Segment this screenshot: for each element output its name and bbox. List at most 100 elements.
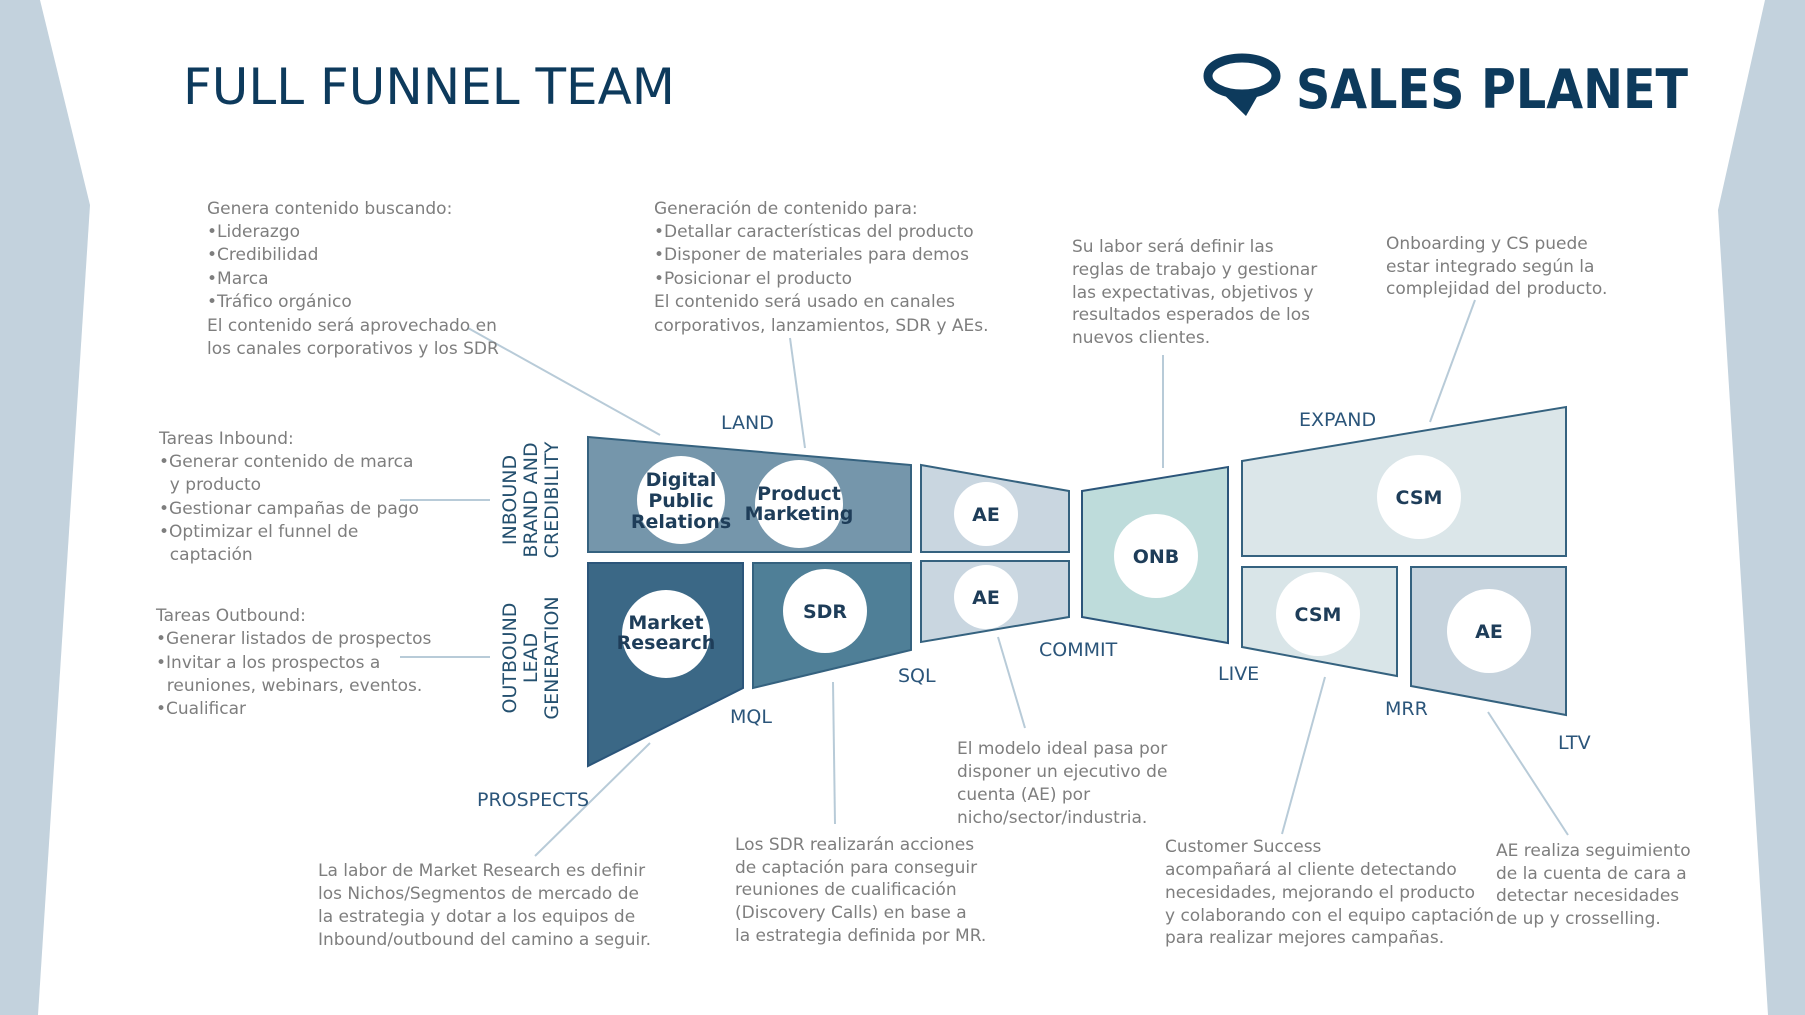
note-line: •Gestionar campañas de pago xyxy=(159,499,419,519)
connector-customer-success xyxy=(1281,676,1326,835)
role-ae-sql-label: AE xyxy=(972,587,1000,609)
inbound-row-label: INBOUND BRAND AND CREDIBILITY xyxy=(499,441,563,558)
inbound-label-line3: CREDIBILITY xyxy=(541,441,563,558)
page-title: FULL FUNNEL TEAM xyxy=(183,58,675,116)
role-product-marketing: Product Marketing xyxy=(745,460,854,548)
note-market-research: La labor de Market Research es definir l… xyxy=(318,861,651,950)
note-line: Onboarding y CS puede xyxy=(1386,234,1588,254)
brand-logo: SALES PLANET xyxy=(1203,53,1688,121)
land-segment xyxy=(587,435,912,553)
role-csm-expand-label: CSM xyxy=(1396,487,1443,509)
note-line: estar integrado según la xyxy=(1386,257,1594,277)
note-onb: Su labor será definir las reglas de trab… xyxy=(1072,237,1317,348)
role-digital-pr-line3: Relations xyxy=(631,511,731,533)
connector-sdr xyxy=(832,681,836,825)
outbound-label-line3: GENERATION xyxy=(541,596,563,719)
note-line: para realizar mejores campañas. xyxy=(1165,928,1444,948)
role-digital-pr-line2: Public xyxy=(648,490,713,512)
role-ae-sql: AE xyxy=(954,565,1018,629)
note-line: Customer Success xyxy=(1165,837,1322,857)
note-line: •Detallar características del producto xyxy=(654,222,974,242)
note-outbound-tasks: Tareas Outbound: •Generar listados de pr… xyxy=(155,606,432,719)
note-customer-success: Customer Success acompañará al cliente d… xyxy=(1165,837,1494,948)
stage-prospects: PROSPECTS xyxy=(477,789,589,811)
note-line: •Generar listados de prospectos xyxy=(156,629,432,649)
note-line: acompañará al cliente detectando xyxy=(1165,860,1457,880)
connector-market-research xyxy=(534,742,651,857)
note-line: resultados esperados de los xyxy=(1072,305,1310,325)
planet-swirl-icon xyxy=(1203,53,1281,116)
stage-expand: EXPAND xyxy=(1299,409,1376,431)
outbound-label-line1: OUTBOUND xyxy=(499,603,521,714)
note-line: las expectativas, objetivos y xyxy=(1072,283,1313,303)
outbound-label-line2: LEAD xyxy=(520,633,542,683)
role-ae-ltv: AE xyxy=(1447,589,1531,673)
note-line: y colaborando con el equipo captación xyxy=(1165,906,1494,926)
note-line: Tareas Outbound: xyxy=(155,606,306,626)
note-line: de captación para conseguir xyxy=(735,858,977,878)
note-line: (Discovery Calls) en base a xyxy=(735,903,967,923)
stage-live: LIVE xyxy=(1218,663,1259,685)
note-line: •Disponer de materiales para demos xyxy=(654,245,969,265)
note-line: El modelo ideal pasa por xyxy=(957,739,1167,759)
right-side-panel xyxy=(1718,0,1805,1015)
role-sdr-label: SDR xyxy=(803,601,847,623)
note-line: los Nichos/Segmentos de mercado de xyxy=(318,884,639,904)
connector-product-marketing xyxy=(789,337,806,449)
role-product-marketing-line1: Product xyxy=(757,483,841,505)
role-ae-ltv-label: AE xyxy=(1475,621,1503,643)
note-sdr: Los SDR realizarán acciones de captación… xyxy=(735,835,986,946)
connector-ae-ltv xyxy=(1487,711,1569,836)
note-line: •Posicionar el producto xyxy=(654,269,852,289)
note-line: La labor de Market Research es definir xyxy=(318,861,645,881)
note-line: nicho/sector/industria. xyxy=(957,808,1147,828)
role-sdr: SDR xyxy=(783,569,867,653)
role-product-marketing-line2: Marketing xyxy=(745,503,854,525)
role-onb-label: ONB xyxy=(1133,546,1180,568)
note-line: necesidades, mejorando el producto xyxy=(1165,883,1475,903)
note-line: y producto xyxy=(159,475,261,495)
role-digital-pr-line1: Digital xyxy=(646,469,717,491)
inbound-label-line1: INBOUND xyxy=(499,455,521,545)
stage-mrr: MRR xyxy=(1385,698,1428,720)
note-line: corporativos, lanzamientos, SDR y AEs. xyxy=(654,316,989,336)
note-line: de la cuenta de cara a xyxy=(1496,864,1687,884)
note-line: Su labor será definir las xyxy=(1072,237,1274,257)
stage-land: LAND xyxy=(721,412,774,434)
note-line: •Liderazgo xyxy=(207,222,300,242)
stage-ltv: LTV xyxy=(1558,732,1591,754)
stage-mql: MQL xyxy=(730,706,772,728)
note-line: de up y crosselling. xyxy=(1496,909,1661,929)
note-line: AE realiza seguimiento xyxy=(1496,841,1691,861)
outbound-row-label: OUTBOUND LEAD GENERATION xyxy=(499,596,563,719)
note-line: reglas de trabajo y gestionar xyxy=(1072,260,1317,280)
note-digital-pr: Genera contenido buscando: •Liderazgo •C… xyxy=(207,199,499,359)
note-line: cuenta (AE) por xyxy=(957,785,1090,805)
note-product-marketing: Generación de contenido para: •Detallar … xyxy=(654,199,989,336)
note-line: la estrategia y dotar a los equipos de xyxy=(318,907,635,927)
note-inbound-tasks: Tareas Inbound: •Generar contenido de ma… xyxy=(158,429,419,565)
role-ae-land: AE xyxy=(954,482,1018,546)
note-line: Generación de contenido para: xyxy=(654,199,918,219)
note-ae-ltv: AE realiza seguimiento de la cuenta de c… xyxy=(1496,841,1691,929)
role-csm-live: CSM xyxy=(1276,572,1360,656)
note-line: Genera contenido buscando: xyxy=(207,199,452,219)
note-line: •Tráfico orgánico xyxy=(207,292,352,312)
inbound-label-line2: BRAND AND xyxy=(520,442,542,557)
note-line: la estrategia definida por MR. xyxy=(735,926,986,946)
role-csm-live-label: CSM xyxy=(1295,604,1342,626)
role-ae-land-label: AE xyxy=(972,504,1000,526)
note-line: •Credibilidad xyxy=(207,245,318,265)
role-market-research-line2: Research xyxy=(617,632,716,654)
connector-ae xyxy=(997,636,1026,729)
note-line: •Invitar a los prospectos a xyxy=(156,653,380,673)
note-ae: El modelo ideal pasa por disponer un eje… xyxy=(957,739,1167,828)
note-line: reuniones, webinars, eventos. xyxy=(156,676,422,696)
stage-commit: COMMIT xyxy=(1039,639,1118,661)
note-line: captación xyxy=(159,545,253,565)
connector-lines xyxy=(400,299,1569,857)
note-csm-expand: Onboarding y CS puede estar integrado se… xyxy=(1386,234,1607,299)
note-line: •Marca xyxy=(207,269,269,289)
stage-sql: SQL xyxy=(898,665,936,687)
